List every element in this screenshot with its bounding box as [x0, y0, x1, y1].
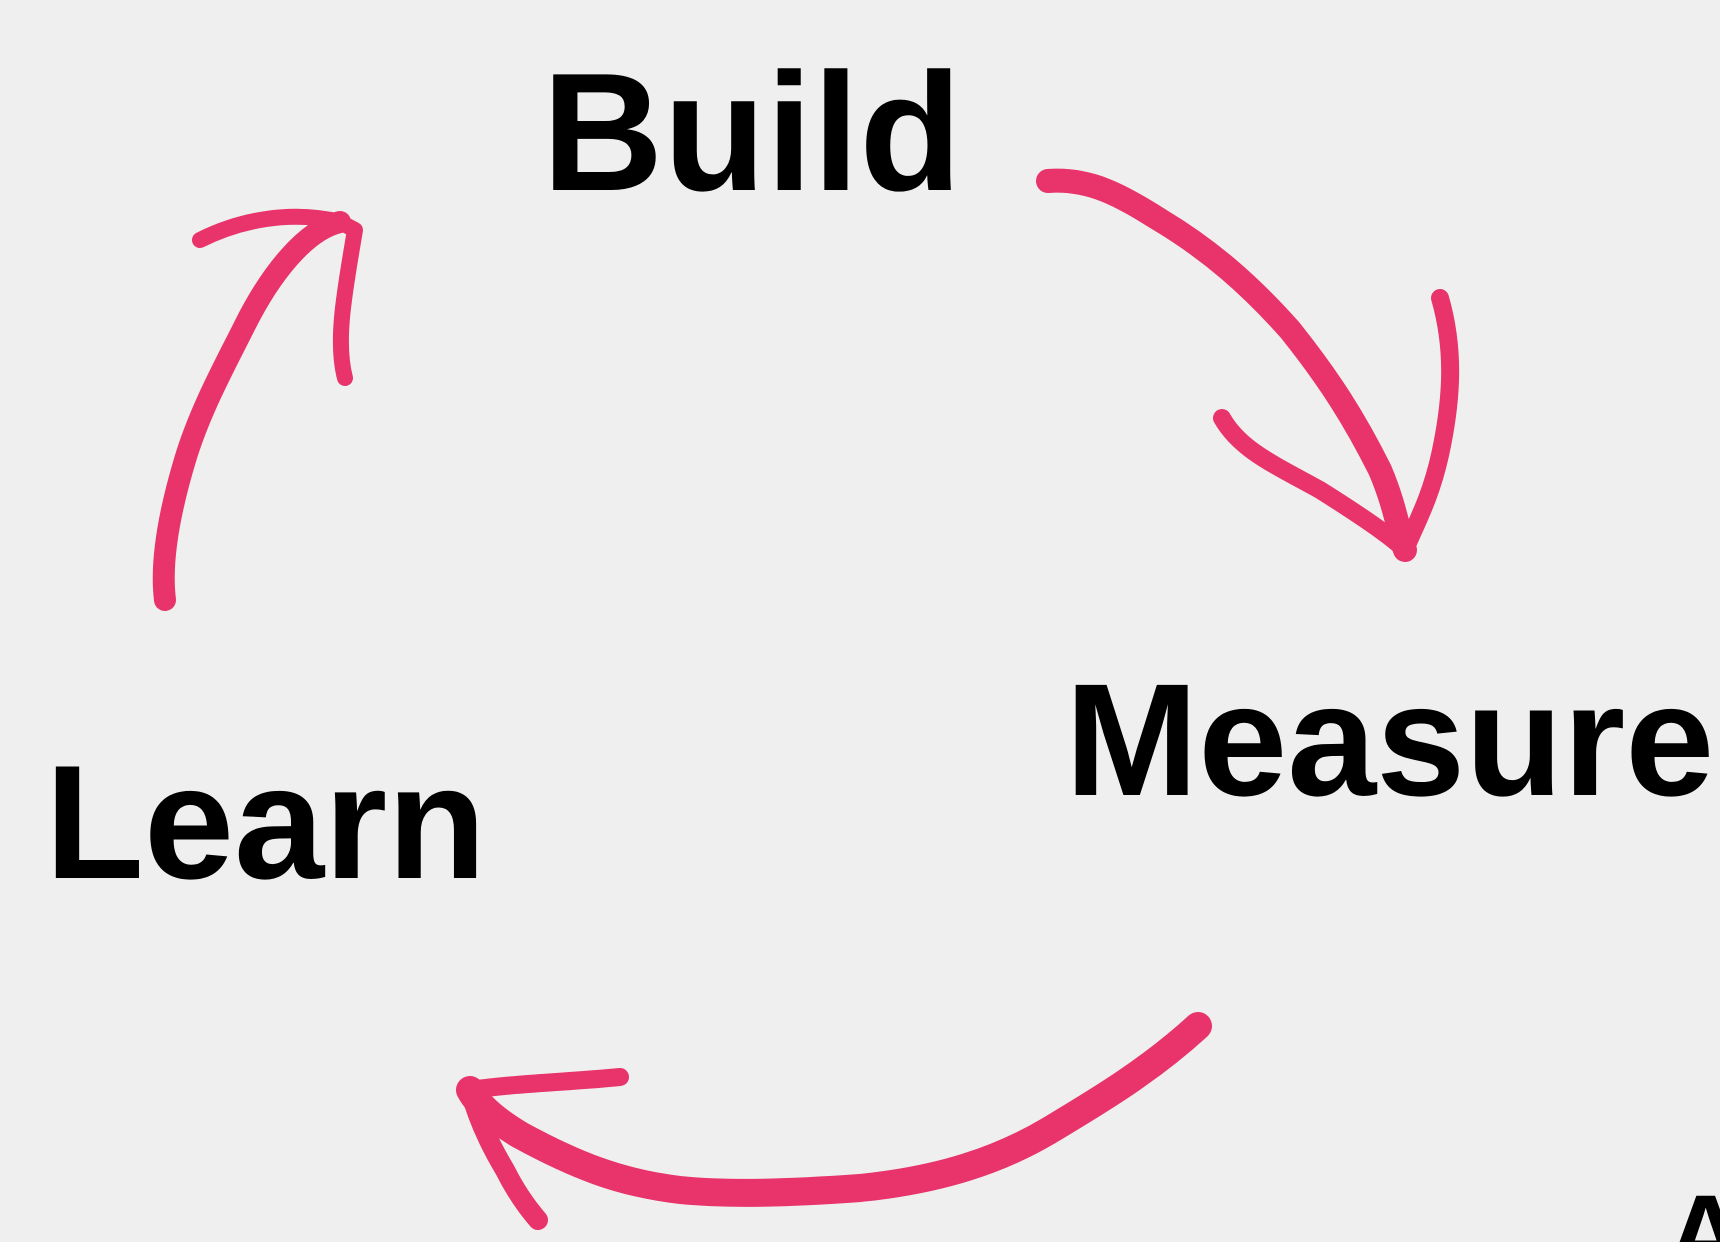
- arrow-measure-to-learn-head-top: [461, 1068, 629, 1099]
- arrow-learn-to-build-head-left: [192, 208, 348, 248]
- node-measure-label: Measure: [1065, 650, 1715, 829]
- arrow-measure-to-learn-head-bottom: [460, 1080, 548, 1230]
- arrow-measure-to-learn-shaft: [456, 1012, 1212, 1207]
- arrow-learn-to-build: [152, 208, 363, 611]
- arrow-measure-to-learn: [456, 1012, 1212, 1230]
- arrow-learn-to-build-shaft: [152, 211, 351, 611]
- node-build-label: Build: [542, 38, 962, 226]
- arrow-build-to-measure-head-left: [1213, 409, 1414, 559]
- node-learn-label: Learn: [45, 732, 487, 913]
- partial-letter-glyph: A: [1666, 1173, 1720, 1242]
- arrow-learn-to-build-head-right: [332, 214, 363, 386]
- arrow-build-to-measure-head-right: [1396, 289, 1460, 559]
- arrow-build-to-measure-shaft: [1036, 168, 1417, 562]
- arrow-build-to-measure: [1036, 168, 1460, 562]
